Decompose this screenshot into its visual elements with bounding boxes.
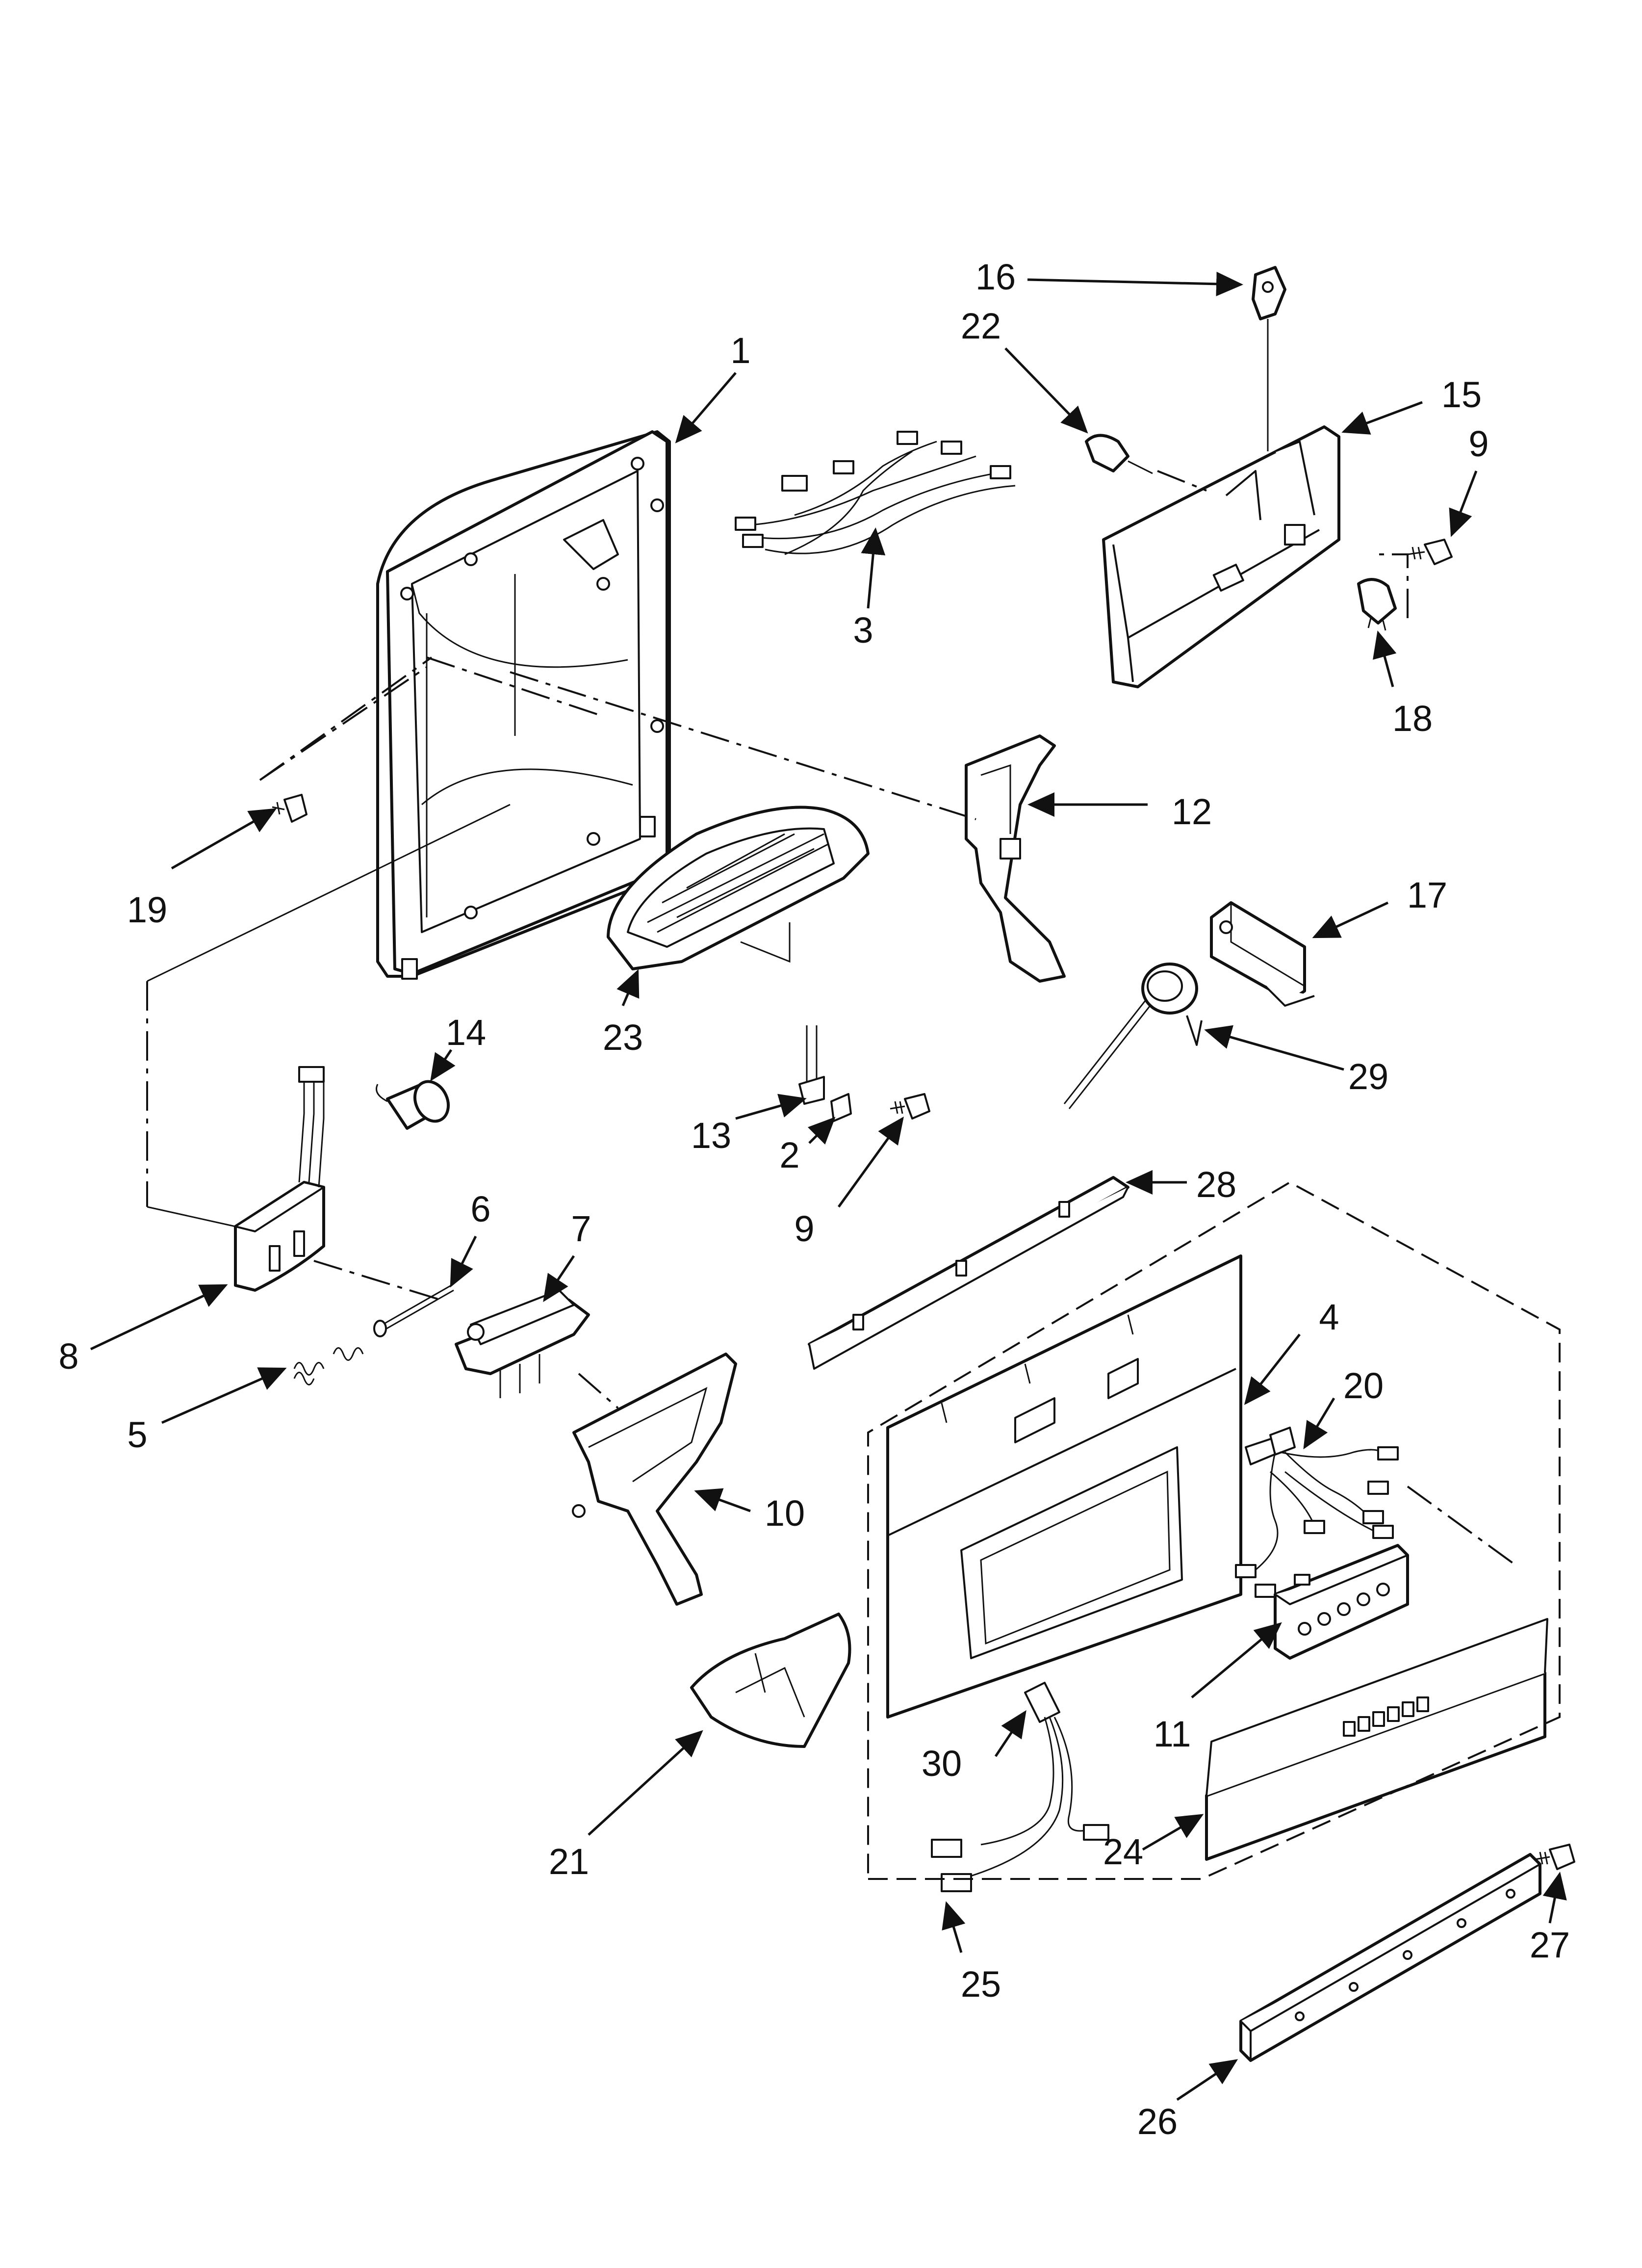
callout-7: 7 xyxy=(571,1208,591,1249)
callout-19: 19 xyxy=(127,889,167,930)
callout-17: 17 xyxy=(1407,875,1447,915)
callout-10: 10 xyxy=(765,1493,805,1534)
callout-22: 22 xyxy=(961,306,1001,346)
callout-4: 4 xyxy=(1319,1297,1339,1337)
springs-5 xyxy=(293,1347,364,1385)
lever-7 xyxy=(455,1289,590,1398)
insulator-2 xyxy=(830,1093,852,1122)
callout-1: 1 xyxy=(730,330,750,371)
motor-29 xyxy=(1063,963,1203,1109)
dispenser-front-panel-4 xyxy=(886,1254,1242,1719)
callout-9-upper: 9 xyxy=(1468,423,1488,464)
callout-15: 15 xyxy=(1441,374,1482,415)
lamp-socket-18 xyxy=(1357,578,1397,631)
switch-16 xyxy=(1252,266,1286,451)
actuator-arm-12 xyxy=(965,734,1066,983)
dispenser-module-8 xyxy=(234,1066,325,1292)
solenoid-14 xyxy=(376,1080,450,1130)
callout-28: 28 xyxy=(1196,1164,1236,1205)
callout-26: 26 xyxy=(1137,2101,1178,2142)
control-overlay-24 xyxy=(1205,1618,1548,1861)
bracket-17 xyxy=(1210,901,1315,1007)
callout-23: 23 xyxy=(603,1017,643,1058)
wire-harness-20 xyxy=(1235,1427,1399,1598)
callout-9-middle: 9 xyxy=(794,1208,814,1249)
callout-25: 25 xyxy=(961,1964,1001,2005)
light-bulb-22 xyxy=(1085,434,1153,474)
callout-12: 12 xyxy=(1172,791,1212,832)
screw-9-middle xyxy=(890,1093,930,1120)
callout-16: 16 xyxy=(975,257,1016,297)
screw-9-upper xyxy=(1407,539,1453,565)
callout-2: 2 xyxy=(779,1135,799,1175)
callout-labels: 1 2 3 4 5 6 7 8 9 9 10 11 12 13 14 15 16… xyxy=(58,257,1570,2142)
callout-27: 27 xyxy=(1530,1925,1570,1965)
callout-18: 18 xyxy=(1392,698,1433,739)
dispenser-housing-frame xyxy=(376,430,671,980)
callout-11: 11 xyxy=(1154,1714,1191,1754)
assembly-lines xyxy=(146,470,1561,1880)
callout-20: 20 xyxy=(1343,1365,1384,1406)
bottom-rail-26 xyxy=(1239,1853,1541,2062)
callout-6: 6 xyxy=(470,1189,490,1229)
screw-27 xyxy=(1535,1844,1575,1870)
switch-contact-13 xyxy=(798,1025,825,1105)
wire-harness-3 xyxy=(735,431,1016,555)
paddle-10 xyxy=(572,1353,737,1606)
callout-3: 3 xyxy=(853,610,873,651)
control-board-11 xyxy=(1274,1544,1409,1660)
callout-24: 24 xyxy=(1103,1831,1143,1872)
callout-14: 14 xyxy=(446,1012,486,1053)
leader-arrows xyxy=(90,271,1567,2101)
screw-19 xyxy=(272,794,308,823)
drip-tray-grille-23 xyxy=(607,806,870,970)
callout-8: 8 xyxy=(58,1336,78,1377)
callout-21: 21 xyxy=(549,1841,589,1882)
trim-rail-28 xyxy=(808,1176,1129,1370)
pin-6 xyxy=(373,1284,454,1337)
callout-30: 30 xyxy=(922,1743,962,1784)
callout-5: 5 xyxy=(127,1414,147,1455)
dispenser-control-box-15 xyxy=(1102,425,1340,688)
callout-13: 13 xyxy=(691,1115,731,1156)
wire-harness-30 xyxy=(931,1682,1109,1892)
callout-29: 29 xyxy=(1348,1056,1388,1097)
ice-chute-21 xyxy=(690,1613,851,1748)
